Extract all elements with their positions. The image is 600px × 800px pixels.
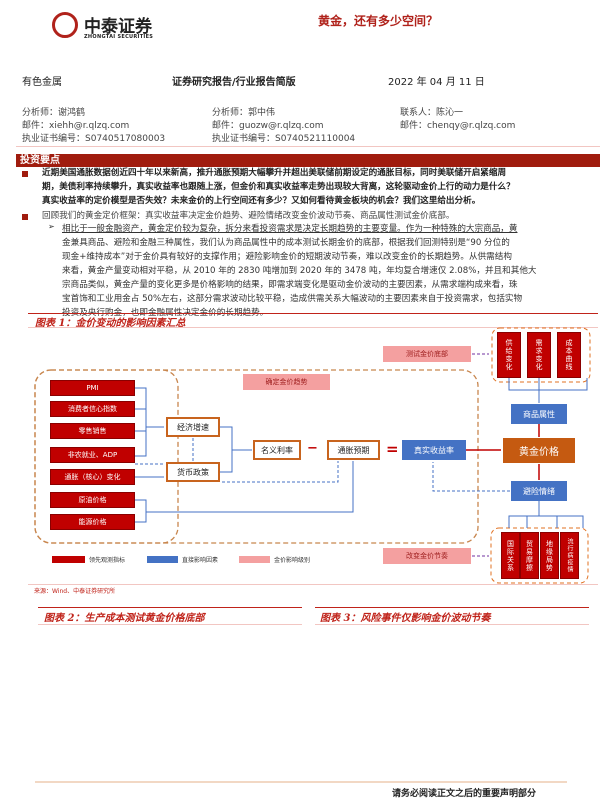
legend-label: 金价影响级别 [274, 557, 311, 564]
commodity-attr-box: 商品属性 [511, 404, 567, 424]
sector: 有色金属 [22, 77, 62, 88]
divider [28, 327, 598, 328]
indicator-box: 通胀（核心）变化 [50, 469, 135, 485]
contact: 联系人：陈沁一邮件：chenqy@r.qlzq.com [400, 107, 515, 133]
point-3-line: 相比于一般金融资产，黄金定价较为复杂，拆分来看投资需求是决定长期趋势的主要变量。… [62, 224, 518, 234]
demand-box: 需求变化 [527, 332, 551, 378]
divider [16, 146, 600, 147]
risk-box: 地缘局势 [540, 532, 559, 579]
analyst-cert: 执业证书编号：S0740521110004 [212, 134, 356, 144]
safe-haven-box: 避险情绪 [511, 481, 567, 501]
legend-label: 直接影响因素 [182, 557, 219, 564]
footer-disclaimer: 请务必阅读正文之后的重要声明部分 [392, 789, 537, 799]
analyst-cert: 执业证书编号：S0740517080003 [22, 134, 166, 144]
section-header: 投资要点 [16, 154, 600, 167]
divider [28, 584, 598, 585]
risk-box: 国际关系 [501, 532, 520, 579]
bullet-icon [22, 214, 28, 220]
contact-email: 邮件：chenqy@r.qlzq.com [400, 121, 516, 131]
legend-label: 领先观测指标 [89, 557, 126, 564]
point-3-line: 宗商品类似，黄金产量的变化更多是价格影响的结果，即需求端变化是驱动金价波动的主要… [62, 280, 518, 290]
arrow-bullet-icon: ➢ [48, 222, 55, 231]
supply-box: 供给变化 [497, 332, 521, 378]
real-yield-box: 真实收益率 [402, 440, 466, 460]
contact-name: 联系人：陈沁一 [400, 108, 464, 118]
risk-box: 流行病疫情 [560, 532, 579, 579]
report-type: 证券研究报告/行业报告简版 [172, 77, 296, 88]
cost-curve-box: 成本曲线 [557, 332, 581, 378]
legend-swatch-blue [147, 556, 178, 563]
legend-swatch-pink [239, 556, 270, 563]
divider [38, 624, 302, 625]
legend-swatch-red [52, 556, 85, 563]
figure-divider [38, 607, 302, 608]
risk-box: 贸易摩擦 [520, 532, 539, 579]
indicator-box: 原油价格 [50, 492, 135, 508]
figure-divider [315, 607, 589, 608]
figure-3-title: 图表 3：风险事件仅影响金价波动节奏 [320, 613, 491, 624]
figure-source: 来源：Wind、中泰证券研究所 [34, 588, 116, 595]
rhythm-label: 改变金价节奏 [383, 548, 471, 564]
analyst-name: 分析师：谢鸿鹤 [22, 108, 86, 118]
indicator-box: 能源价格 [50, 514, 135, 530]
point-1-line: 近期美国通胀数据创近四十年以来新高，推升通胀预期大幅攀升并超出美联储前期设定的通… [42, 168, 507, 178]
indicator-box: 消费者信心指数 [50, 401, 135, 417]
equals-sign: = [386, 440, 399, 458]
figure-1-title: 图表 1：金价变动的影响因素汇总 [35, 318, 186, 329]
point-3-line: 现金+维持成本”对于金价具有较好的支撑作用；避险影响金价的短期波动节奏，难以改变… [62, 252, 512, 262]
point-1-line: 真实收益率的定价模型是否失效？未来金价的上行空间还有多少？又如何看待黄金板块的机… [42, 196, 481, 206]
figure-2-title: 图表 2：生产成本测试黄金价格底部 [44, 613, 205, 624]
logo-icon [52, 12, 78, 38]
analyst-name: 分析师：郭中伟 [212, 108, 276, 118]
indicator-box: 非农就业、ADP [50, 447, 135, 463]
analyst-email: 邮件：guozw@r.qlzq.com [212, 121, 324, 131]
divider [315, 624, 589, 625]
growth-box: 经济增速 [166, 417, 220, 437]
minus-sign: − [307, 441, 318, 456]
indicator-box: 零售销售 [50, 423, 135, 439]
point-3-line: 宝首饰和工业用金占 50%左右，这部分需求波动比较平稳，造成供需关系大幅波动的主… [62, 294, 523, 304]
point-3-line: 来看，黄金产量变动相对平稳，从 2010 年的 2830 吨增加到 2020 年… [62, 266, 537, 276]
analyst-2: 分析师：郭中伟邮件：guozw@r.qlzq.com 执业证书编号：S074052… [212, 107, 355, 146]
figure-divider [28, 313, 598, 314]
logo-text: 中泰证券 [84, 17, 152, 37]
bullet-icon [22, 171, 28, 177]
logo-subtext: ZHONGTAI SECURITIES [84, 34, 154, 40]
bottom-test-label: 测试金价底部 [383, 346, 471, 362]
point-1-line: 期，美债利率持续攀升，真实收益率也跟随上涨，但金价和真实收益率走势出现较大背离，… [42, 182, 515, 192]
trend-label: 确定金价趋势 [243, 374, 330, 390]
analyst-email: 邮件：xiehh@r.qlzq.com [22, 121, 130, 131]
nominal-rate-box: 名义利率 [253, 440, 301, 460]
report-title: 黄金，还有多少空间？ [318, 14, 439, 28]
indicator-box: PMI [50, 380, 135, 396]
point-2: 回顾我们的黄金定价框架：真实收益率决定金价趋势、避险情绪改变金价波动节奏、商品属… [42, 211, 455, 221]
inflation-expectation-box: 通胀预期 [327, 440, 380, 460]
footer-divider [35, 781, 567, 783]
analyst-1: 分析师：谢鸿鹤邮件：xiehh@r.qlzq.com 执业证书编号：S074051… [22, 107, 165, 146]
policy-box: 货币政策 [166, 462, 220, 482]
point-3-line: 金兼具商品、避险和金融三种属性，我们认为商品属性中的成本测试长期金价的底部，根据… [62, 238, 510, 248]
gold-price-box: 黄金价格 [503, 438, 575, 463]
report-date: 2022 年 04 月 11 日 [388, 77, 485, 88]
